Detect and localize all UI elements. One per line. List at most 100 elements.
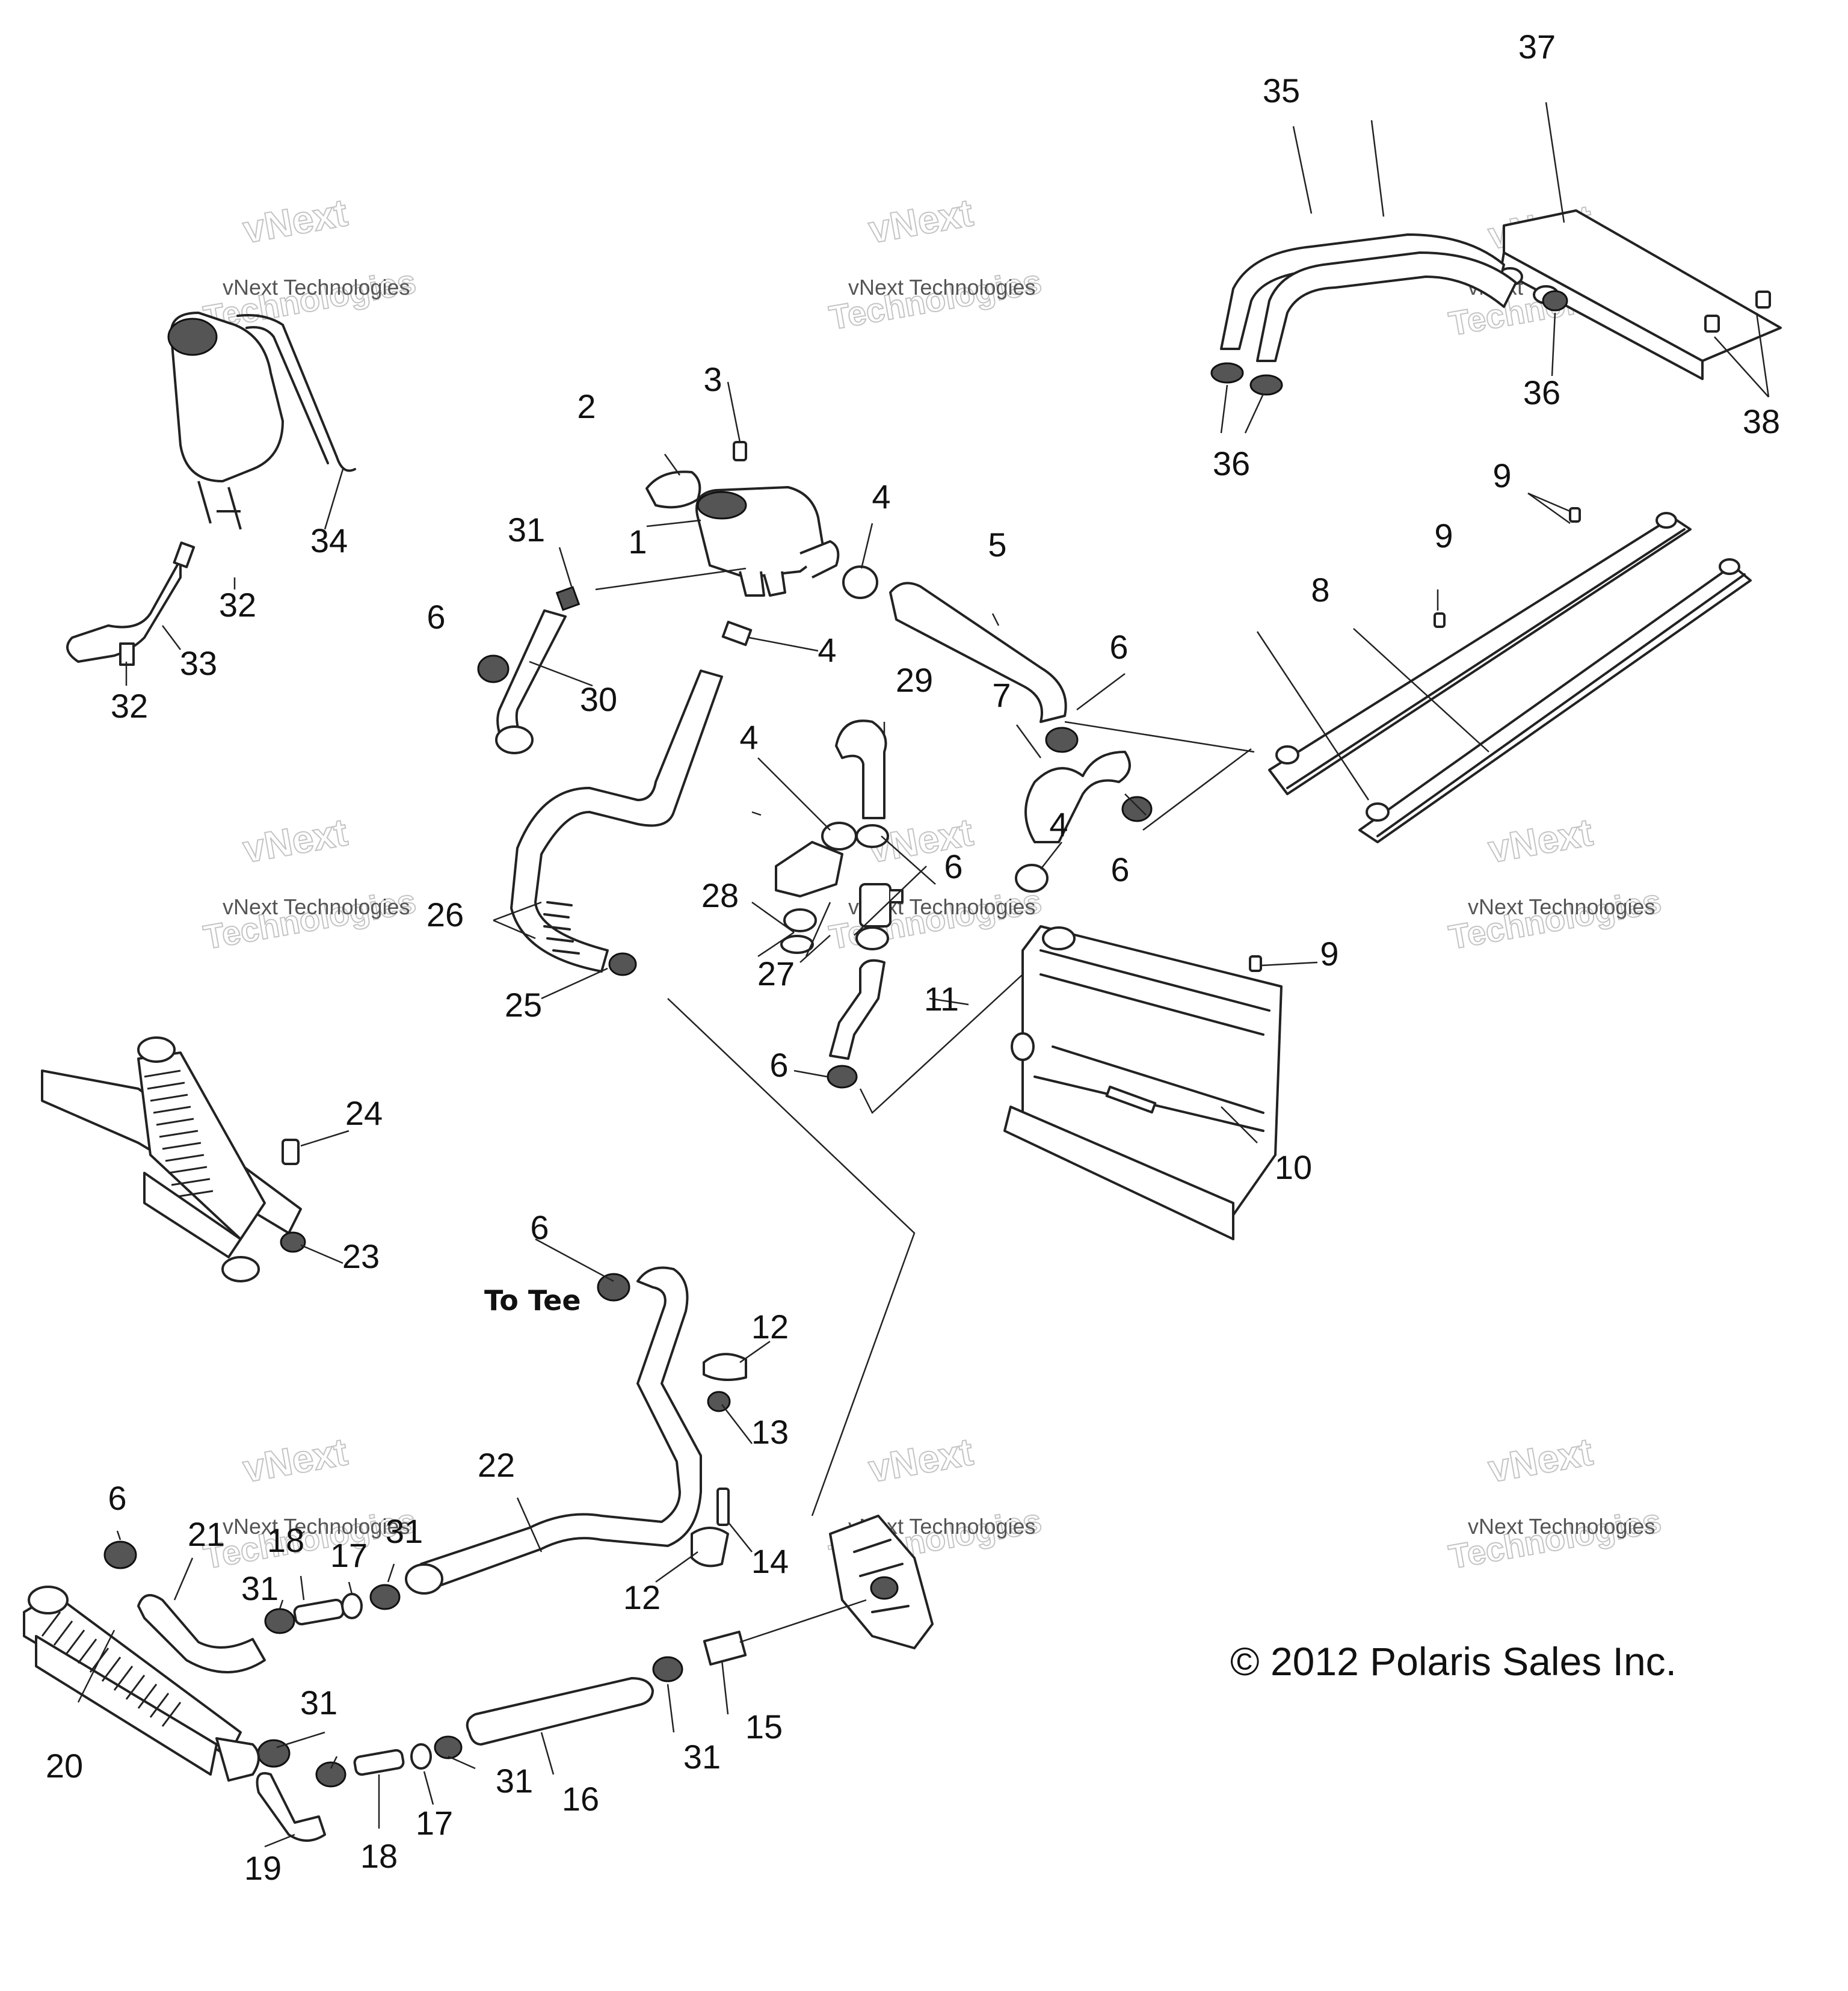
callout-6: 6 (1109, 628, 1128, 666)
watermark: vNext Technologies (200, 810, 419, 957)
callout-27: 27 (757, 955, 795, 992)
hose-clamp (827, 1065, 858, 1089)
callout-12: 12 (623, 1578, 661, 1616)
callout-36: 36 (1523, 374, 1560, 411)
radiator-cap (645, 470, 701, 509)
hose-clamp (434, 1735, 463, 1759)
parts (23, 209, 1782, 1842)
hose-connector (353, 1749, 405, 1776)
p-clamp (691, 1527, 729, 1568)
hose-end (495, 725, 534, 754)
heat-exchanger-upper (41, 1036, 302, 1282)
callout-23: 23 (342, 1237, 380, 1275)
callout-4: 4 (739, 718, 758, 756)
hose-clamp (1542, 290, 1568, 312)
watermarks: vNext Technologies vNext Technologies vN… (200, 190, 1665, 1577)
callout-17: 17 (416, 1804, 453, 1842)
callout-1: 1 (628, 523, 647, 561)
callout-2: 2 (577, 387, 596, 425)
callout-14: 14 (751, 1542, 789, 1580)
hose-connector (293, 1598, 345, 1626)
hose-clamp (1249, 374, 1283, 396)
hose-clamp (1121, 796, 1153, 822)
callout-32: 32 (111, 687, 148, 725)
hose-connector (173, 541, 196, 568)
bolt (282, 1139, 300, 1165)
callout-30: 30 (580, 680, 617, 718)
thermostat-elbow-hose (835, 719, 887, 819)
callout-31: 31 (241, 1569, 279, 1607)
short-hose (829, 959, 886, 1060)
thermostat-housing (775, 841, 843, 897)
watermark: vNext Technologies (1446, 1429, 1665, 1577)
screw (1704, 315, 1720, 333)
hose-clamp (1210, 362, 1244, 384)
callout-5: 5 (988, 526, 1006, 564)
watermark-text: vNext Technologies (223, 894, 410, 919)
heat-exchanger-hose (137, 1594, 266, 1673)
recovery-bottle (167, 312, 356, 530)
callout-6: 6 (944, 848, 962, 885)
o-ring (410, 1743, 432, 1770)
copyright-notice: © 2012 Polaris Sales Inc. (1230, 1639, 1677, 1684)
screw (716, 1488, 730, 1526)
hose-clamp (369, 1584, 401, 1610)
hose-clamp (264, 1608, 295, 1634)
hose-ribs (543, 901, 580, 955)
callout-7: 7 (992, 676, 1011, 714)
hose-clamp (842, 565, 878, 599)
surge-tank (695, 486, 840, 597)
hose-clamp (103, 1540, 137, 1569)
hose-clamp (597, 1273, 630, 1302)
callout-10: 10 (1275, 1148, 1312, 1186)
to-tee-note: To Tee (484, 1284, 581, 1317)
callout-6: 6 (108, 1479, 126, 1517)
watermark: vNext Technologies (200, 190, 419, 337)
hose-connector (119, 642, 135, 666)
hose-clamp (1015, 864, 1049, 893)
callout-6: 6 (427, 598, 445, 636)
screw (1434, 612, 1446, 628)
callout-35: 35 (1263, 72, 1300, 109)
callout-18: 18 (360, 1837, 398, 1875)
watermark-text: vNext (240, 191, 351, 251)
radiator-rails (1268, 512, 1752, 843)
callout-17: 17 (330, 1536, 368, 1574)
screw (1249, 955, 1262, 972)
callout-19: 19 (244, 1849, 282, 1887)
callout-13: 13 (751, 1413, 789, 1451)
watermark-text: vNext (1485, 810, 1596, 871)
callout-31: 31 (386, 1512, 423, 1550)
hose-clamp (721, 620, 753, 647)
p-clamp (703, 1353, 747, 1381)
callout-26: 26 (427, 896, 464, 934)
screw (1755, 291, 1771, 309)
callout-32: 32 (219, 586, 256, 624)
callout-8: 8 (1311, 571, 1329, 609)
radiator (1003, 925, 1283, 1240)
callout-4: 4 (872, 478, 890, 515)
callout-33: 33 (180, 644, 217, 682)
hose-clamp (477, 654, 510, 683)
screw (1569, 507, 1581, 523)
callout-3: 3 (703, 360, 722, 398)
callout-31: 31 (508, 511, 545, 549)
callout-24: 24 (345, 1094, 383, 1132)
callout-6: 6 (769, 1046, 788, 1084)
callout-28: 28 (701, 876, 739, 914)
callout-31: 31 (300, 1684, 337, 1722)
callout-31: 31 (683, 1738, 721, 1776)
coolant-return-hose (420, 1266, 702, 1589)
callout-9: 9 (1320, 935, 1338, 973)
callout-12: 12 (751, 1308, 789, 1346)
callout-18: 18 (267, 1521, 304, 1559)
callout-4: 4 (1049, 805, 1068, 843)
tee-fitting (859, 883, 892, 928)
hose-clamp (855, 926, 889, 950)
nut (280, 1231, 306, 1253)
watermark-text: vNext Technologies (1468, 894, 1656, 919)
hose-clamp (652, 1656, 683, 1682)
watermark-text: vNext (240, 1430, 351, 1491)
callout-6: 6 (530, 1208, 549, 1246)
